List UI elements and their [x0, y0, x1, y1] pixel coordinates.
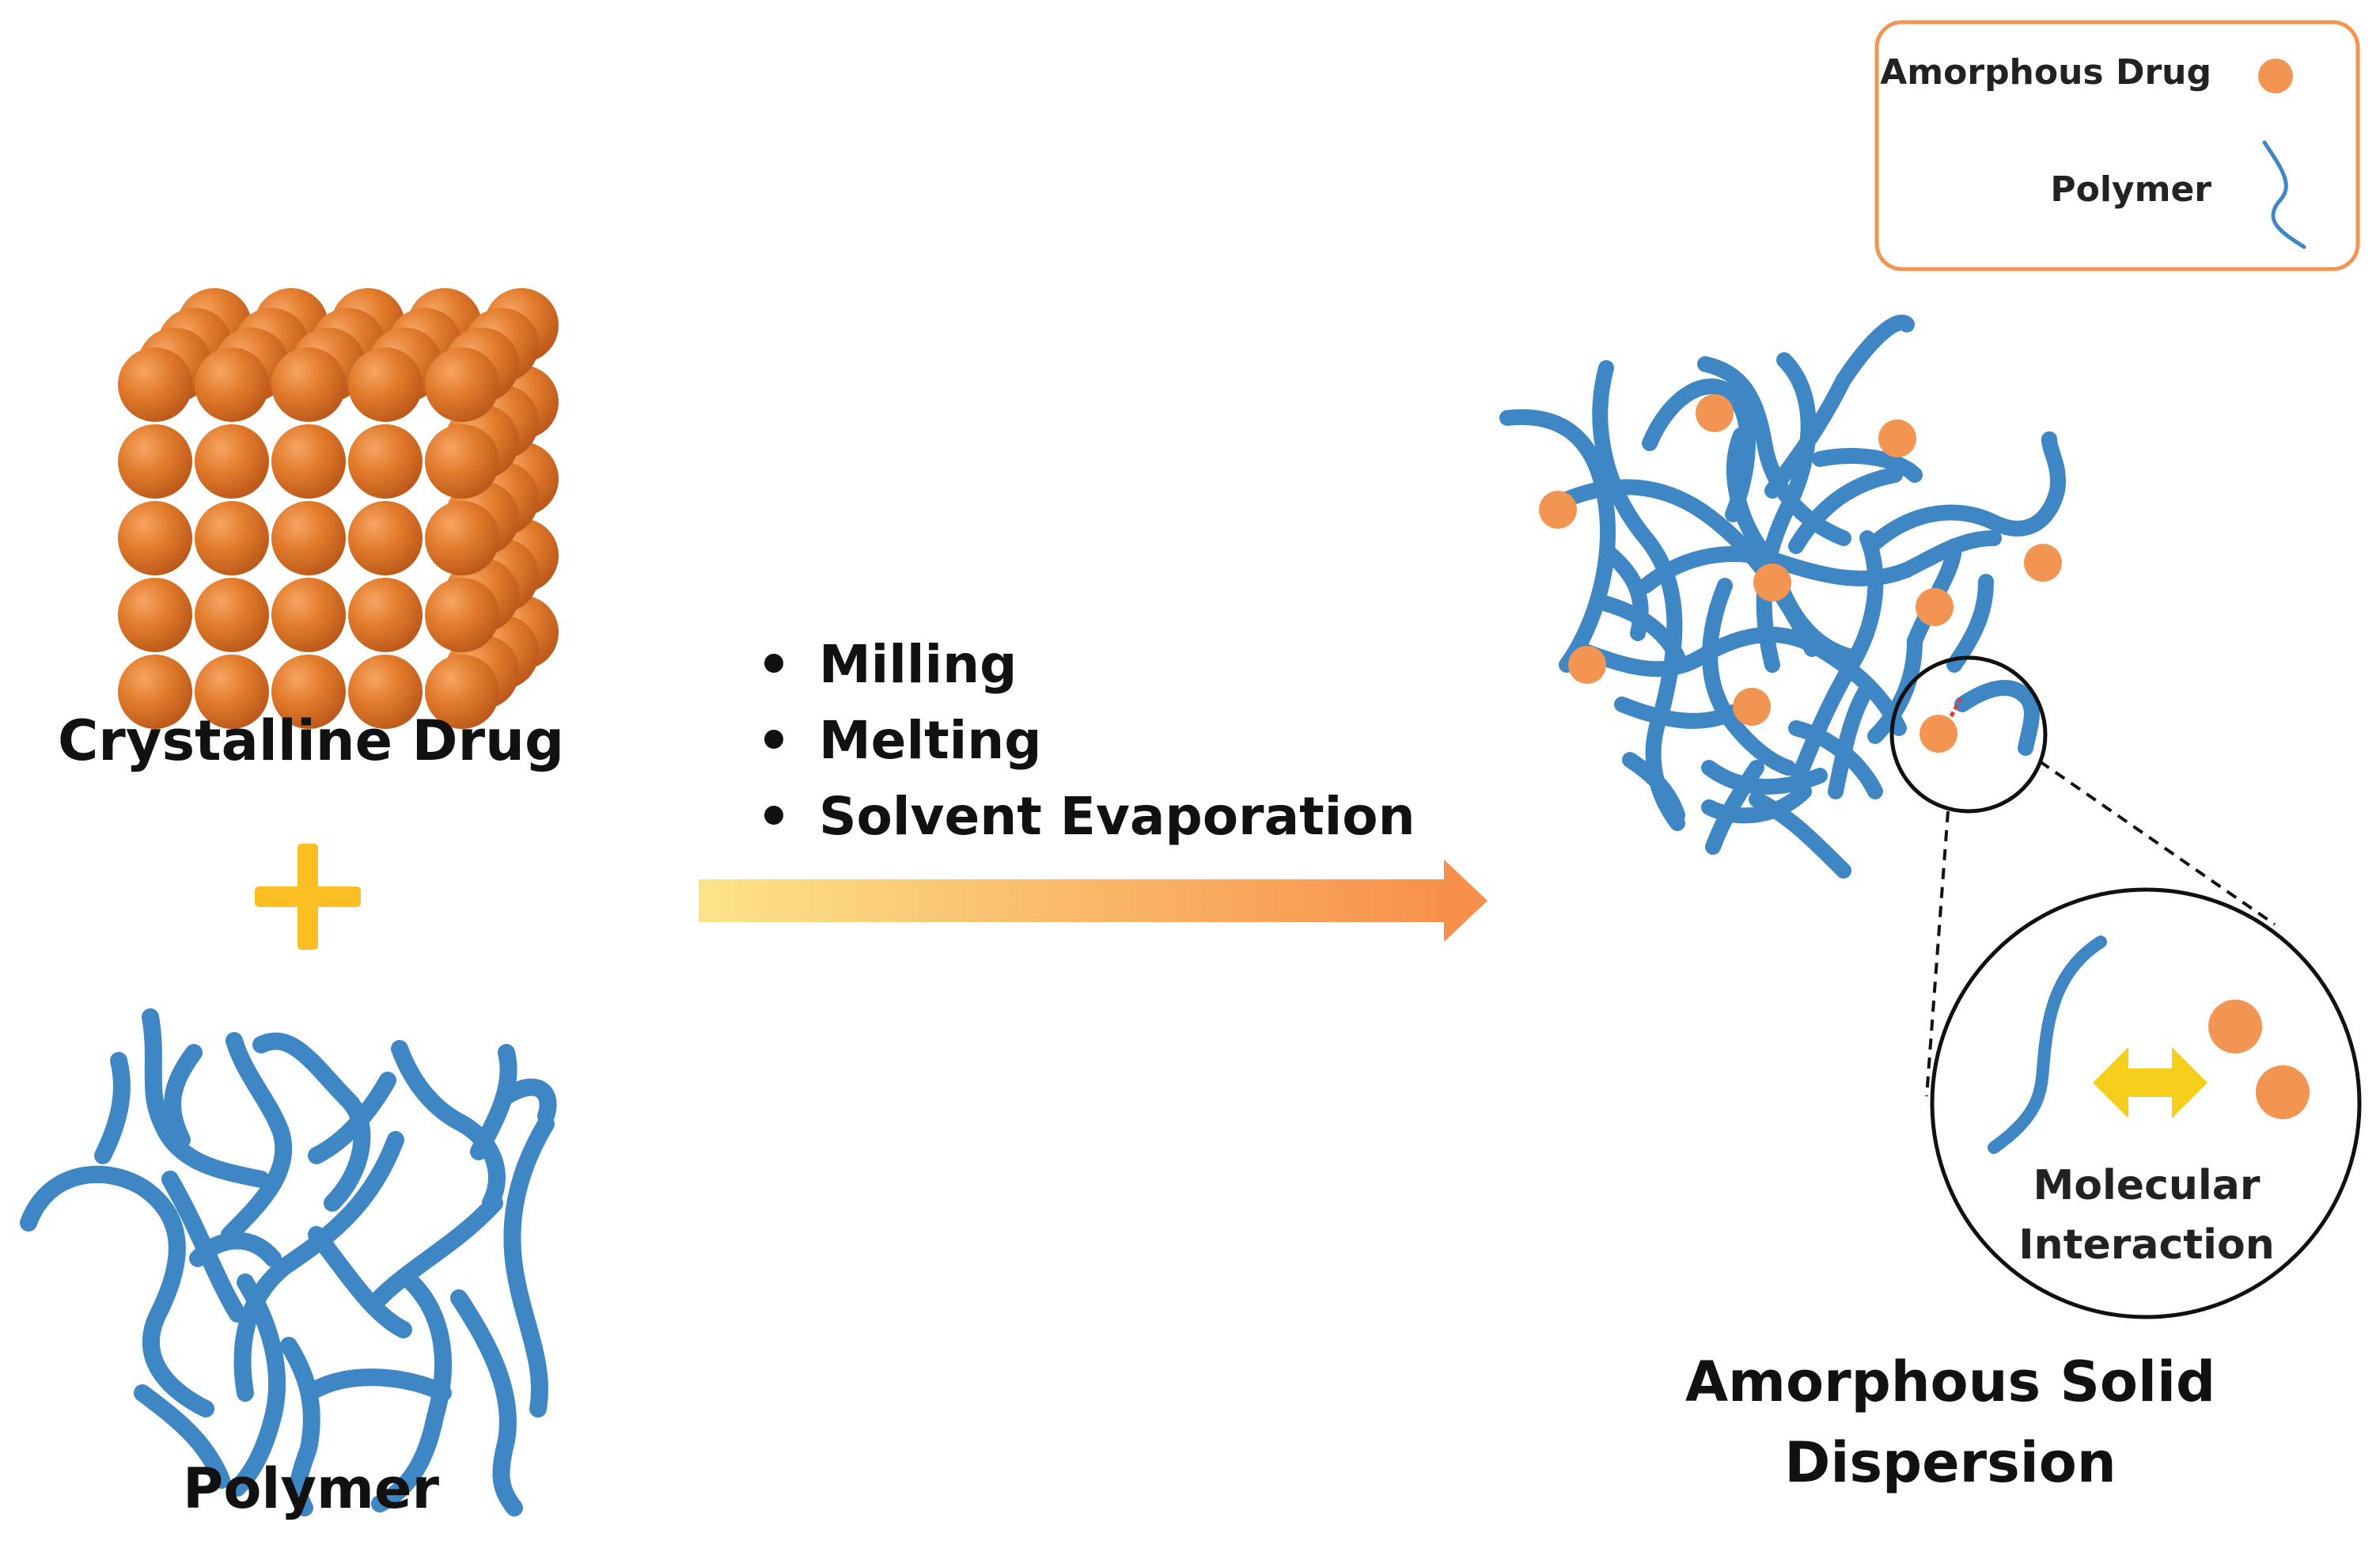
drug-sphere-icon — [425, 424, 499, 499]
drug-sphere-icon — [271, 578, 346, 652]
drug-particle-icon — [1753, 564, 1791, 602]
drug-particle-icon — [1539, 491, 1577, 529]
drug-sphere-icon — [195, 578, 269, 652]
drug-particle-icon — [2256, 1065, 2310, 1119]
legend-drug-label: Amorphous Drug — [1880, 52, 2211, 93]
drug-sphere-icon — [195, 347, 269, 422]
drug-sphere-icon — [425, 655, 499, 729]
legend-box: Amorphous Drug Polymer — [1874, 20, 2360, 271]
drug-sphere-icon — [118, 655, 192, 729]
drug-particle-icon — [1916, 588, 1954, 626]
zoom-source-circle — [1889, 655, 2048, 814]
method-item: Melting — [819, 710, 1041, 771]
polymer-chain-icon — [1988, 936, 2107, 1154]
bullet-icon — [764, 730, 783, 749]
drug-sphere-icon — [195, 501, 269, 575]
drug-particle-icon — [2024, 544, 2062, 582]
drug-sphere-icon — [348, 578, 423, 652]
molecular-interaction-zoom: Molecular Interaction — [1930, 887, 2362, 1319]
legend-drug-icon — [2258, 59, 2293, 93]
drug-sphere-icon — [271, 347, 346, 422]
polymer-tangle-left — [20, 1008, 557, 1516]
process-methods-list: Milling Melting Solvent Evaporation — [764, 634, 1415, 847]
drug-sphere-icon — [348, 655, 423, 729]
legend-polymer-icon — [2262, 140, 2306, 249]
interaction-arrow-icon — [2093, 1047, 2208, 1118]
drug-sphere-icon — [118, 424, 192, 499]
drug-sphere-icon — [195, 424, 269, 499]
hbond-indicator — [1949, 697, 1963, 718]
zoom-line-left — [1925, 810, 1950, 1097]
drug-sphere-icon — [118, 578, 192, 652]
drug-particle-icon — [1920, 715, 1957, 753]
method-item: Milling — [819, 634, 1017, 695]
legend-polymer-label: Polymer — [2050, 169, 2211, 210]
plus-icon — [255, 844, 361, 950]
drug-sphere-icon — [271, 655, 346, 729]
method-item: Solvent Evaporation — [819, 786, 1415, 847]
bullet-icon — [764, 806, 783, 825]
drug-sphere-icon — [118, 347, 192, 422]
drug-particle-icon — [1878, 419, 1916, 457]
drug-sphere-icon — [271, 424, 346, 499]
zoom-label-line2: Interaction — [2018, 1221, 2274, 1269]
drug-sphere-icon — [348, 424, 423, 499]
drug-particle-icon — [1568, 646, 1606, 684]
drug-particle-icon — [2208, 1000, 2262, 1053]
drug-sphere-icon — [425, 347, 499, 422]
zoom-label-line1: Molecular — [2033, 1162, 2261, 1209]
drug-sphere-icon — [271, 501, 346, 575]
drug-sphere-icon — [348, 347, 423, 422]
drug-sphere-icon — [425, 578, 499, 652]
amorphous-drug-particles — [1539, 394, 2062, 753]
product-label-line1: Amorphous Solid — [1685, 1349, 2215, 1414]
product-label-line2: Dispersion — [1784, 1430, 2116, 1495]
drug-sphere-icon — [425, 501, 499, 575]
drug-sphere-icon — [195, 655, 269, 729]
crystalline-drug-label: Crystalline Drug — [58, 708, 564, 773]
crystalline-drug-lattice — [118, 288, 559, 729]
process-arrow-icon — [699, 860, 1488, 942]
drug-particle-icon — [1696, 394, 1734, 432]
drug-sphere-icon — [348, 501, 423, 575]
polymer-label-left: Polymer — [183, 1456, 439, 1521]
drug-particle-icon — [1733, 688, 1771, 726]
drug-sphere-icon — [118, 501, 192, 575]
zoom-line-right — [2038, 760, 2276, 926]
amorphous-dispersion-tangle — [1499, 314, 2066, 879]
bullet-icon — [764, 654, 783, 673]
